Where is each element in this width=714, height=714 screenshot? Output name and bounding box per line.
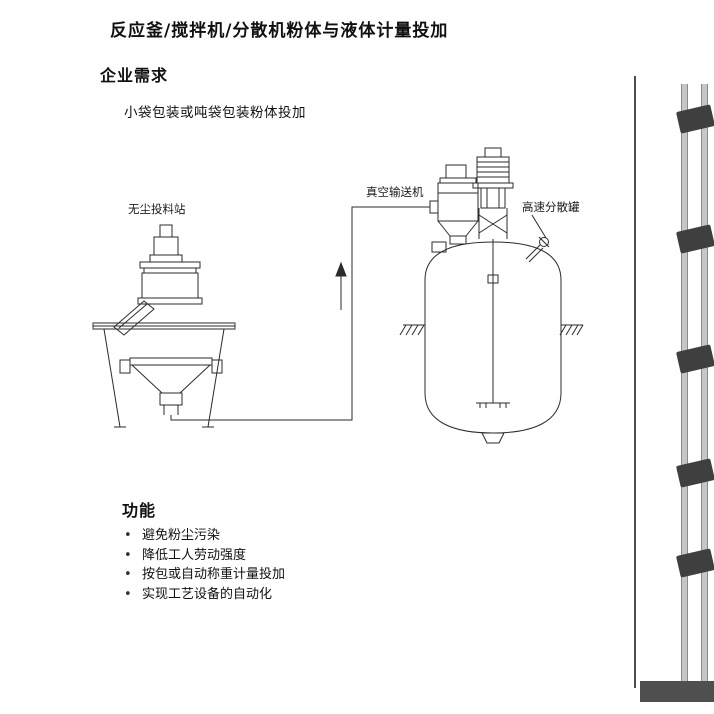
requirement-detail: 小袋包装或吨袋包装粉体投加 xyxy=(124,105,306,121)
list-item-text: 按包或自动称重计量投加 xyxy=(142,567,286,582)
dispersing-tank-label: 高速分散罐 xyxy=(522,200,580,214)
conveying-pipe xyxy=(170,206,430,421)
page-title: 反应釜/搅拌机/分散机粉体与液体计量投加 xyxy=(110,21,449,41)
feeding-station-drawing xyxy=(92,224,236,428)
list-item: • 按包或自动称重计量投加 xyxy=(124,565,285,585)
bullet-marker: • xyxy=(124,528,132,543)
list-item: • 降低工人劳动强度 xyxy=(124,546,285,566)
requirement-heading: 企业需求 xyxy=(100,66,169,85)
equipment-photo-partial xyxy=(675,84,714,682)
frame-rail xyxy=(701,84,708,682)
functions-list: • 避免粉尘污染 • 降低工人劳动强度 • 按包或自动称重计量投加 • 实现工艺… xyxy=(124,526,285,604)
vertical-divider xyxy=(634,76,636,688)
list-item: • 避免粉尘污染 xyxy=(124,526,285,546)
process-diagram: 无尘投料站 真空输送机 高速分散罐 xyxy=(88,135,616,480)
list-item-text: 降低工人劳动强度 xyxy=(142,547,247,563)
feeding-station-label: 无尘投料站 xyxy=(128,202,186,216)
vacuum-conveyor-drawing xyxy=(429,164,479,245)
list-item: • 实现工艺设备的自动化 xyxy=(124,585,285,605)
vacuum-conveyor-label: 真空输送机 xyxy=(366,185,424,199)
bullet-marker: • xyxy=(124,567,132,582)
functions-heading: 功能 xyxy=(122,501,157,520)
dispersing-tank-drawing xyxy=(399,147,584,444)
bullet-marker: • xyxy=(124,547,132,563)
process-diagram-drawing xyxy=(92,147,584,444)
list-item-text: 避免粉尘污染 xyxy=(142,528,221,543)
equipment-photo-base xyxy=(640,681,714,702)
list-item-text: 实现工艺设备的自动化 xyxy=(142,586,273,602)
flow-arrow xyxy=(335,261,347,310)
bullet-marker: • xyxy=(124,586,132,602)
frame-rail xyxy=(681,84,688,682)
